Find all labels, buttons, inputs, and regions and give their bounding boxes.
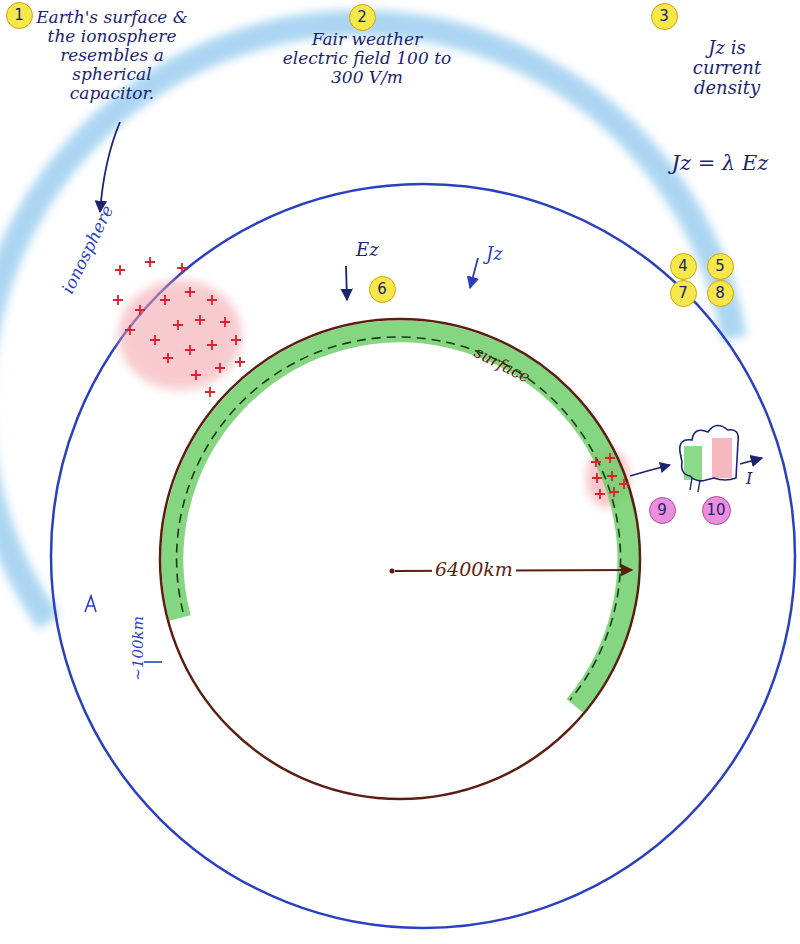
charge-arrow (630, 465, 670, 476)
callout-number: 7 (670, 280, 697, 307)
dimension-line (144, 661, 162, 663)
annotation-text: Jz is current density (672, 38, 782, 98)
callout-text: 9 (657, 501, 667, 519)
callout-text: 5 (715, 257, 725, 275)
plus-sign (185, 345, 195, 355)
plus-charges (113, 257, 629, 499)
cloud-red (712, 438, 732, 478)
plus-sign (595, 489, 605, 499)
callout-text: 4 (678, 257, 688, 275)
plus-sign (173, 320, 183, 330)
callout-number: 8 (707, 280, 734, 307)
plus-sign (135, 305, 145, 315)
callout-number: 3 (651, 3, 678, 30)
thunderstorm-cloud (680, 425, 739, 480)
earth-circle (160, 319, 640, 799)
plus-sign (619, 479, 629, 489)
callout-text: 6 (377, 280, 387, 298)
plus-sign (191, 370, 201, 380)
callout-number: 2 (349, 4, 376, 31)
field-arrow (346, 266, 347, 300)
plus-sign (115, 265, 125, 275)
plus-sign (195, 315, 205, 325)
callout-text: 1 (14, 6, 24, 24)
current-arrow (740, 458, 762, 464)
plus-sign (207, 295, 217, 305)
callout-text: 2 (357, 8, 367, 26)
plus-sign (215, 363, 225, 373)
current-arrow (470, 258, 478, 288)
annotation-text: Ez (356, 240, 379, 260)
positive-charge-shading (118, 280, 242, 390)
plus-sign (177, 263, 187, 273)
annotation-text: ~100km (130, 616, 147, 681)
callout-text: 10 (706, 501, 725, 519)
callout-number: 9 (649, 497, 676, 524)
callout-text: 7 (678, 284, 688, 302)
annotation-text: 6400km (432, 559, 516, 580)
plus-sign (125, 325, 135, 335)
center-dot (390, 569, 395, 574)
plus-sign (145, 257, 155, 267)
annotation-text: Fair weather electric field 100 to 300 V… (282, 30, 452, 87)
plus-sign (592, 473, 602, 483)
plus-sign (235, 357, 245, 367)
annotation-text: surface (471, 343, 533, 386)
plus-sign (591, 457, 601, 467)
annotation-text: Earth's surface & the ionosphere resembl… (28, 8, 196, 103)
plus-sign (605, 453, 615, 463)
callout-number: 1 (6, 2, 33, 29)
surface-charge-band (172, 331, 628, 706)
callout-number: 6 (369, 276, 396, 303)
plus-sign (607, 471, 617, 481)
plus-sign (609, 487, 619, 497)
plus-sign (207, 340, 217, 350)
callout-text: 8 (715, 284, 725, 302)
annotation-text: I (746, 470, 752, 488)
cloud-rain (690, 478, 700, 492)
plus-sign (163, 353, 173, 363)
plus-sign (150, 335, 160, 345)
surface-dashed-line (177, 337, 621, 700)
annotation-text: Jz (486, 244, 503, 264)
plus-sign (160, 295, 170, 305)
ionosphere-circle (51, 184, 795, 928)
annotation-text: ionosphere (58, 202, 117, 296)
plus-sign (185, 287, 195, 297)
plus-sign (231, 335, 241, 345)
plus-sign (205, 387, 215, 397)
annotation-text: Jz = λ Ez (650, 152, 790, 176)
callout-text: 3 (659, 7, 669, 25)
leader-arrow (100, 122, 120, 212)
plus-sign (113, 295, 123, 305)
callout-number: 10 (702, 496, 731, 525)
dimension-mark (85, 596, 96, 612)
callout-number: 4 (670, 253, 697, 280)
callout-number: 5 (707, 253, 734, 280)
plus-sign (220, 317, 230, 327)
